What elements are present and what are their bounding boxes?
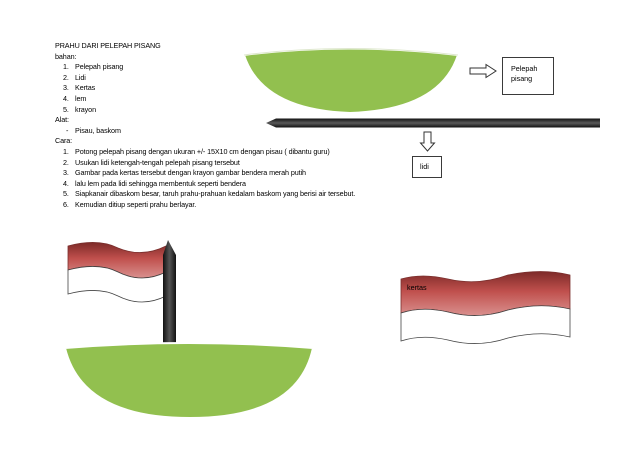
banana-leaf-top bbox=[242, 47, 460, 115]
list-item: 4.lem bbox=[63, 93, 87, 103]
alat-list: -Pisau, baskom bbox=[55, 126, 415, 137]
kertas-label: kertas bbox=[407, 283, 427, 292]
list-item: 2.Lidi bbox=[63, 72, 86, 82]
pelepah-label-line1: Pelepah bbox=[511, 64, 538, 73]
list-item: -Pisau, baskom bbox=[66, 125, 121, 135]
arrow-down-icon bbox=[419, 131, 436, 152]
list-item: 3.Kertas bbox=[63, 83, 96, 93]
list-item: 5.Siapkanair dibaskom besar, taruh prahu… bbox=[63, 189, 356, 199]
arrow-right-icon bbox=[469, 63, 497, 79]
list-item: 1.Pelepah pisang bbox=[63, 62, 124, 72]
flag-left bbox=[67, 242, 167, 303]
list-item: 4.lalu lem pada lidi sehingga membentuk … bbox=[63, 178, 246, 188]
cara-list: 1.Potong pelepah pisang dengan ukuran +/… bbox=[55, 147, 415, 211]
pelepah-label-line2: pisang bbox=[511, 74, 533, 83]
alat-heading: Alat: bbox=[55, 115, 69, 125]
instructions-text: PRAHU DARI PELEPAH PISANG bahan: 1.Pelep… bbox=[55, 41, 415, 211]
lidi-label-box: lidi bbox=[412, 156, 442, 178]
cara-heading: Cara: bbox=[55, 136, 73, 146]
kertas-flag bbox=[400, 271, 571, 344]
lidi-stick-horizontal bbox=[266, 118, 600, 128]
pelepah-pisang-label-box: Pelepah pisang bbox=[502, 57, 554, 95]
bahan-list: 1.Pelepah pisang 2.Lidi 3.Kertas 4.lem 5… bbox=[55, 62, 415, 115]
list-item: 3.Gambar pada kertas tersebut dengan kra… bbox=[63, 168, 306, 178]
bahan-heading: bahan: bbox=[55, 51, 77, 61]
lidi-stick-vertical bbox=[163, 240, 176, 372]
banana-leaf-boat bbox=[63, 342, 315, 420]
document-title: PRAHU DARI PELEPAH PISANG bbox=[55, 41, 161, 50]
list-item: 2.Usukan lidi ketengah-tengah pelepah pi… bbox=[63, 157, 240, 167]
list-item: 5.krayon bbox=[63, 104, 96, 114]
lidi-label: lidi bbox=[420, 162, 429, 171]
list-item: 1.Potong pelepah pisang dengan ukuran +/… bbox=[63, 146, 330, 156]
list-item: 6.Kemudian ditiup seperti prahu berlayar… bbox=[63, 199, 197, 209]
